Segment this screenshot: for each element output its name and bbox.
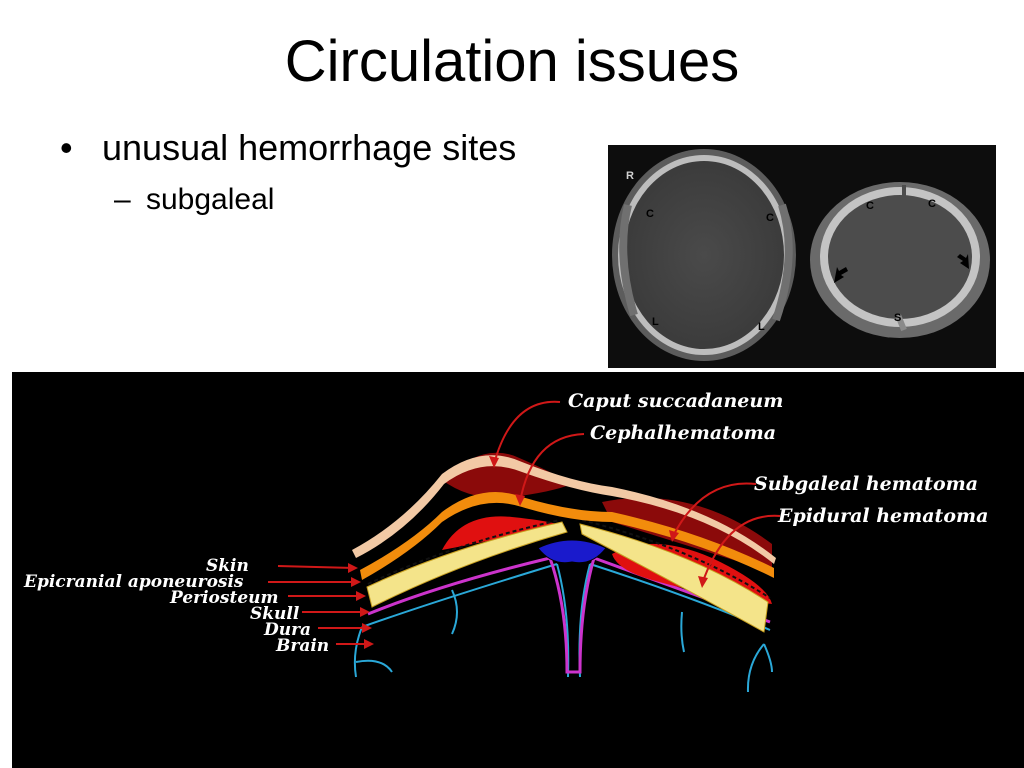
ct-letter-l: L [758,321,765,333]
slide-title: Circulation issues [284,29,740,94]
bullet-dot-icon: • [60,127,73,168]
aponeurosis-layer [360,492,774,580]
label-subgaleal-hematoma: Subgaleal hematoma [754,473,978,495]
ct-letter-c: C [766,212,774,224]
skin-layer [352,455,776,564]
label-skull: Skull [250,604,300,624]
ct-letter-c: C [646,208,654,220]
label-skin: Skin [206,556,249,576]
arrowheads [348,456,708,649]
label-arrows [268,400,781,645]
cephalhematoma [442,516,557,550]
ct-arrow-icon [834,267,848,283]
skull-layer [366,521,769,633]
label-cephalhematoma: Cephalhematoma [590,422,776,444]
ct-arrow-icon [957,254,969,269]
ct-letter-c: C [928,198,936,210]
sub-bullet-dash-icon: – [114,183,131,216]
label-dura: Dura [263,620,311,640]
label-epicranial-aponeurosis: Epicranial aponeurosis [23,572,244,592]
bullet-text: unusual hemorrhage sites [102,127,517,168]
periosteum-layer [367,519,771,599]
ct-letter-c: C [866,200,874,212]
ct-scan-image: R C C L L C C S [608,145,996,368]
sub-bullet-text: subgaleal [146,183,275,216]
label-epidural-hematoma: Epidural hematoma [777,505,988,527]
ct-letter-l: L [652,316,659,328]
ct-skull-left [612,149,796,361]
sagittal-sinus [537,539,607,564]
label-caput-succadaneum: Caput succadaneum [568,390,783,412]
ct-skull-right [810,182,990,338]
label-brain: Brain [275,636,329,656]
ct-letter-r: R [626,170,634,182]
scalp-hemorrhage-diagram: Caput succadaneum Cephalhematoma Subgale… [12,372,1024,768]
label-periosteum: Periosteum [169,588,278,608]
ct-letter-s: S [894,312,901,324]
